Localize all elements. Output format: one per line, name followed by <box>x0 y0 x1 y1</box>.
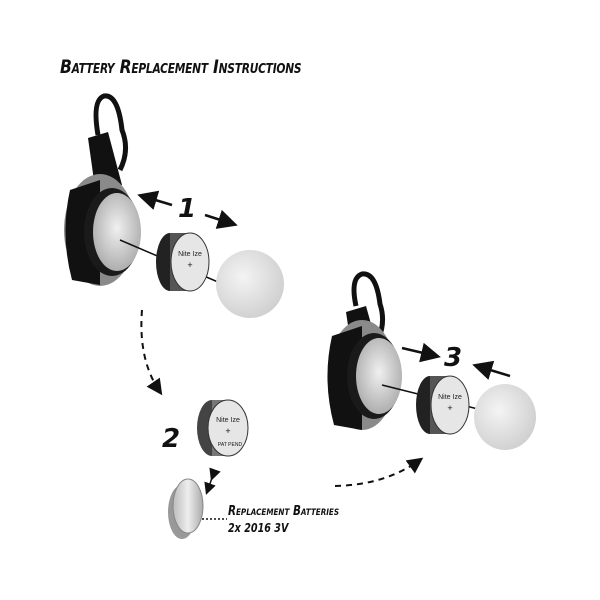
arrow-right-3 <box>401 342 441 363</box>
plus-mark: + <box>447 403 452 413</box>
step-3-label: 3 <box>444 343 463 373</box>
dashed-arrow-2 <box>334 457 424 487</box>
arrow-right-1 <box>204 209 238 229</box>
caption-line2: 2x 2016 3V <box>228 521 289 535</box>
brand-logo: Nite Ize <box>438 394 462 401</box>
page-title: Battery Replacement Instructions <box>60 56 302 78</box>
caption-line1: Replacement Batteries <box>228 504 340 519</box>
lamp-left <box>64 93 233 289</box>
lens-dome-3 <box>474 384 536 450</box>
arrow-left-1 <box>137 190 173 210</box>
brand-logo: Nite Ize <box>216 417 240 424</box>
battery-caption: Replacement Batteries 2x 2016 3V <box>228 503 339 537</box>
replacement-batteries <box>168 478 204 539</box>
battery-module-1: Nite Ize + <box>156 232 210 292</box>
lamp-right <box>327 271 491 430</box>
dashed-arrow-1 <box>140 309 163 396</box>
battery-module-3: Nite Ize + <box>416 375 470 435</box>
plus-mark: + <box>225 426 230 436</box>
lens-dome-1 <box>216 250 284 318</box>
plus-mark: + <box>187 260 192 270</box>
double-arrow <box>204 467 221 495</box>
patent-mark: PAT PEND <box>218 442 243 448</box>
arrow-left-3 <box>472 360 511 380</box>
brand-logo: Nite Ize <box>178 251 202 258</box>
step-1-label: 1 <box>178 194 197 224</box>
step-2-label: 2 <box>162 424 181 454</box>
battery-module-2: Nite Ize + PAT PEND <box>197 399 249 457</box>
